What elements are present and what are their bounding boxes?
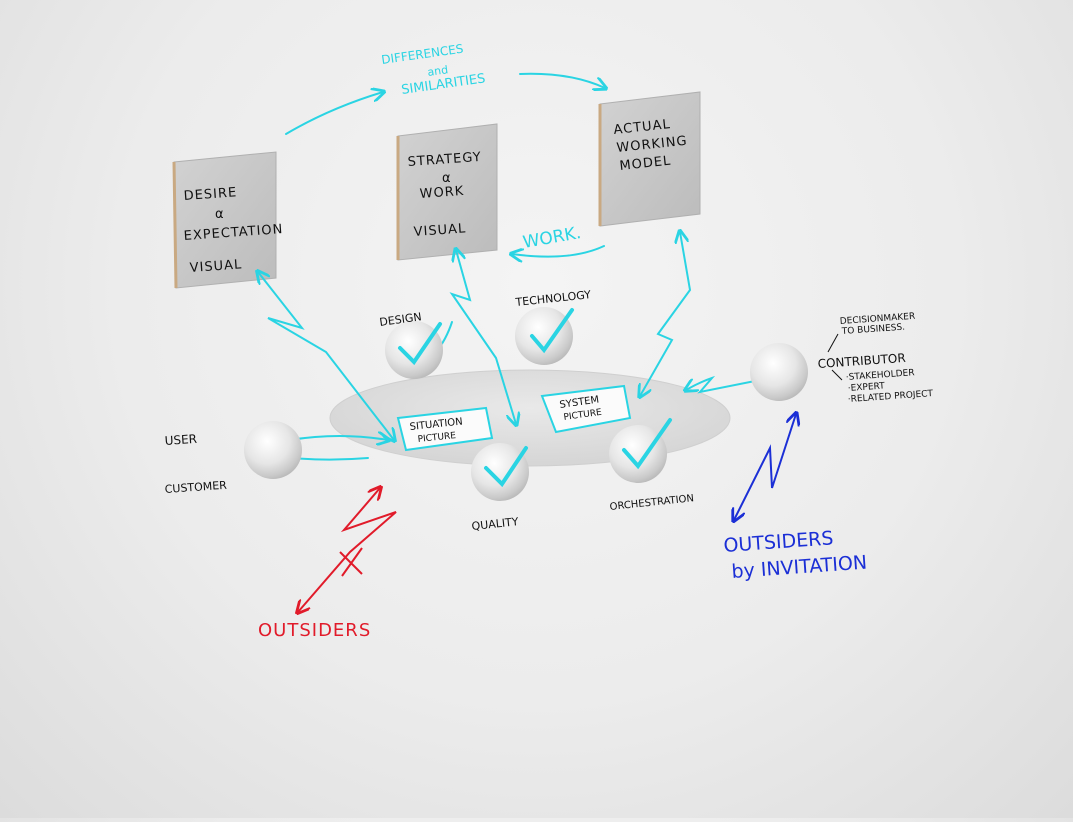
board-middle-line3: WORK [419, 184, 465, 202]
contributor-notes: DECISIONMAKER TO BUSINESS. CONTRIBUTOR ·… [817, 312, 934, 405]
situation-line2: PICTURE [417, 431, 457, 445]
arrow-contributor-platform [686, 378, 770, 394]
arrow-outsiders [298, 488, 397, 612]
cross-icon [339, 547, 363, 577]
header-differences: DIFFERENCES [380, 42, 464, 67]
board-left-line1: DESIRE [183, 185, 237, 204]
arrow-desire-situation [258, 272, 394, 440]
label-outsiders-invitation-1: OUTSIDERS [723, 527, 834, 557]
label-design: DESIGN [379, 310, 423, 329]
work-label: WORK. [521, 223, 582, 253]
label-customer: CUSTOMER [164, 479, 227, 496]
check-icon [622, 418, 672, 470]
sphere-contributor[interactable] [750, 343, 808, 401]
sphere-design[interactable]: DESIGN [379, 310, 443, 379]
board-left-line4: VISUAL [189, 257, 243, 276]
board-left-line2: α [215, 207, 225, 222]
board-middle-line4: VISUAL [413, 221, 467, 240]
board-middle-line1: STRATEGY [407, 150, 482, 170]
label-technology: TECHNOLOGY [514, 288, 592, 309]
label-orchestration: ORCHESTRATION [609, 493, 694, 513]
board-strategy-work: STRATEGY α WORK VISUAL [396, 123, 498, 261]
board-left-line3: EXPECTATION [183, 222, 284, 244]
board-right-line2: WORKING [616, 134, 688, 156]
sphere-technology[interactable]: TECHNOLOGY [514, 288, 592, 365]
arrow-header-to-actual [519, 72, 605, 88]
label-quality: QUALITY [471, 515, 519, 533]
check-icon [484, 446, 528, 488]
board-right-line1: ACTUAL [613, 117, 672, 138]
board-middle-line2: α [442, 171, 452, 186]
sphere-quality[interactable]: QUALITY [471, 443, 529, 533]
board-actual-working-model: ACTUAL WORKING MODEL [598, 91, 701, 227]
note-decision2: TO BUSINESS. [841, 323, 906, 337]
label-outsiders-invitation-2: by INVITATION [731, 552, 868, 583]
check-icon [398, 322, 442, 366]
note-stakeholder: ·STAKEHOLDER [846, 368, 915, 383]
check-icon [530, 308, 574, 354]
arrow-actual-system [640, 232, 692, 396]
arrow-work [512, 245, 605, 257]
system-line1: SYSTEM [559, 395, 600, 411]
note-expert: ·EXPERT [848, 381, 886, 394]
label-contributor: CONTRIBUTOR [817, 351, 906, 371]
header-and: and [427, 63, 449, 79]
arrow-outsiders-invitation [734, 414, 796, 520]
board-right-line3: MODEL [619, 154, 672, 174]
arrow-user-situation [289, 436, 388, 440]
card-system-picture[interactable]: SYSTEM PICTURE [540, 384, 632, 434]
arrow-desire-to-header [285, 92, 383, 135]
label-user: USER [164, 432, 197, 448]
label-outsiders: OUTSIDERS [258, 620, 371, 641]
card-situation-picture[interactable]: SITUATION PICTURE [396, 406, 494, 452]
arrow-strategy-quality [449, 250, 516, 424]
board-desire-expectation: DESIRE α EXPECTATION VISUAL [172, 151, 284, 289]
sphere-user[interactable] [244, 421, 302, 479]
cyan-arrows [258, 72, 770, 460]
